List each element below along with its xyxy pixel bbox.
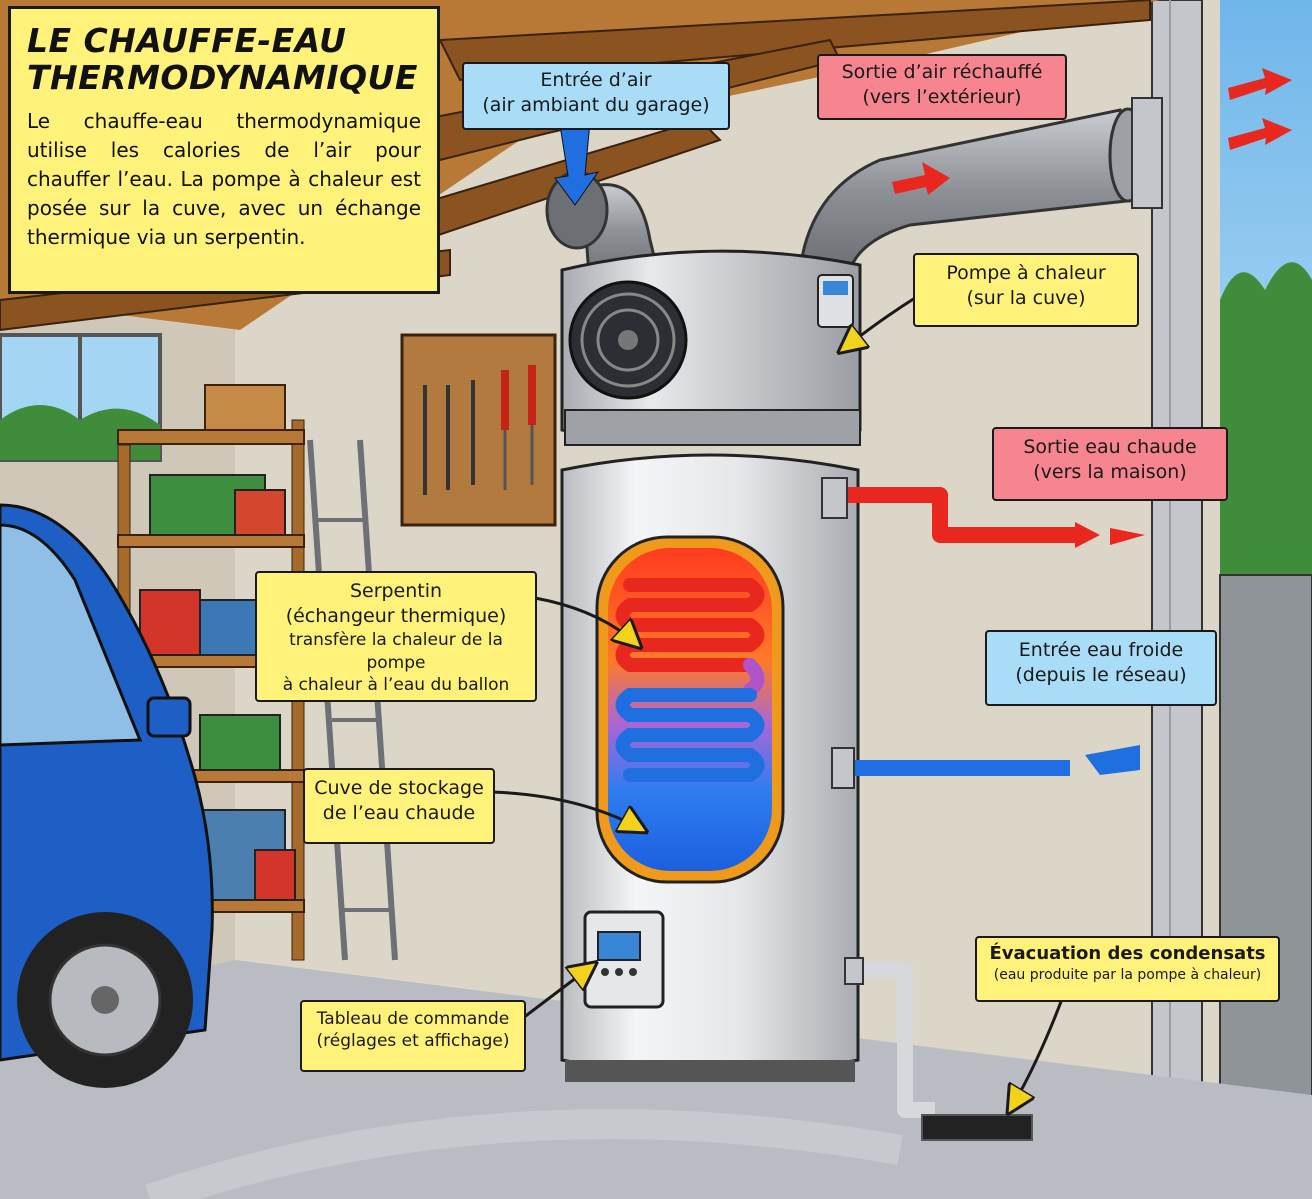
callout-hot-water-title: Sortie eau chaude bbox=[1023, 436, 1197, 458]
callout-tank-subtitle: de l’eau chaude bbox=[322, 802, 476, 825]
callout-heat-pump-title: Pompe à chaleur bbox=[946, 262, 1106, 284]
callout-cold-water-title: Entrée eau froide bbox=[1018, 639, 1184, 661]
tool-pegboard bbox=[400, 333, 557, 527]
page-title: LE CHAUFFE-EAU THERMODYNAMIQUE bbox=[27, 21, 418, 97]
callout-heat-pump-subtitle: (sur la cuve) bbox=[966, 287, 1086, 310]
callout-control-title: Tableau de commande bbox=[316, 1009, 510, 1029]
control-panel bbox=[583, 910, 665, 1009]
air-intake-arrow bbox=[554, 121, 600, 206]
blue-car bbox=[0, 503, 214, 1088]
intro-description: Le chauffe-eau thermodynamique utilise l… bbox=[27, 108, 421, 249]
callout-air-inlet-title: Entrée d’air bbox=[540, 69, 652, 91]
callout-air-inlet: Entrée d’air (air ambiant du garage) bbox=[462, 62, 730, 130]
callout-coil-desc-2: à chaleur à l’eau du ballon bbox=[282, 675, 510, 696]
garage-door bbox=[1219, 574, 1312, 1111]
callout-air-inlet-subtitle: (air ambiant du garage) bbox=[482, 94, 710, 117]
callout-condensate-subtitle: (eau produite par la pompe à chaleur) bbox=[993, 966, 1262, 983]
callout-cold-water-inlet: Entrée eau froide (depuis le réseau) bbox=[985, 630, 1217, 706]
callout-air-outlet: Sortie d’air réchauffé (vers l’extérieur… bbox=[817, 54, 1067, 120]
heat-pump-unit bbox=[560, 249, 862, 446]
outside-trees bbox=[1220, 262, 1312, 620]
callout-storage-tank: Cuve de stockage de l’eau chaude bbox=[303, 768, 495, 844]
callout-condensate: Évacuation des condensats (eau produite … bbox=[975, 936, 1280, 1002]
callout-cold-water-subtitle: (depuis le réseau) bbox=[1015, 664, 1187, 687]
callout-coil-title: Serpentin bbox=[349, 580, 443, 602]
callout-hot-water-outlet: Sortie eau chaude (vers la maison) bbox=[992, 427, 1228, 501]
callout-coil-subtitle: (échangeur thermique) bbox=[285, 605, 507, 628]
callout-tank-title: Cuve de stockage bbox=[314, 777, 484, 799]
intro-panel: LE CHAUFFE-EAU THERMODYNAMIQUE Le chauff… bbox=[8, 6, 440, 294]
callout-control-panel: Tableau de commande (réglages et afficha… bbox=[300, 1000, 526, 1072]
callout-heat-pump: Pompe à chaleur (sur la cuve) bbox=[913, 253, 1139, 327]
callout-hot-water-subtitle: (vers la maison) bbox=[1033, 461, 1187, 484]
callout-air-outlet-subtitle: (vers l’extérieur) bbox=[862, 86, 1022, 109]
callout-coil: Serpentin (échangeur thermique) transfèr… bbox=[255, 571, 537, 702]
callout-control-subtitle: (réglages et affichage) bbox=[316, 1031, 510, 1052]
callout-condensate-title: Évacuation des condensats bbox=[989, 943, 1266, 964]
callout-coil-desc-1: transfère la chaleur de la pompe bbox=[289, 630, 503, 673]
hot-air-exit-arrows bbox=[892, 68, 1292, 195]
callout-air-outlet-title: Sortie d’air réchauffé bbox=[841, 61, 1043, 83]
pipes bbox=[821, 477, 1145, 1141]
